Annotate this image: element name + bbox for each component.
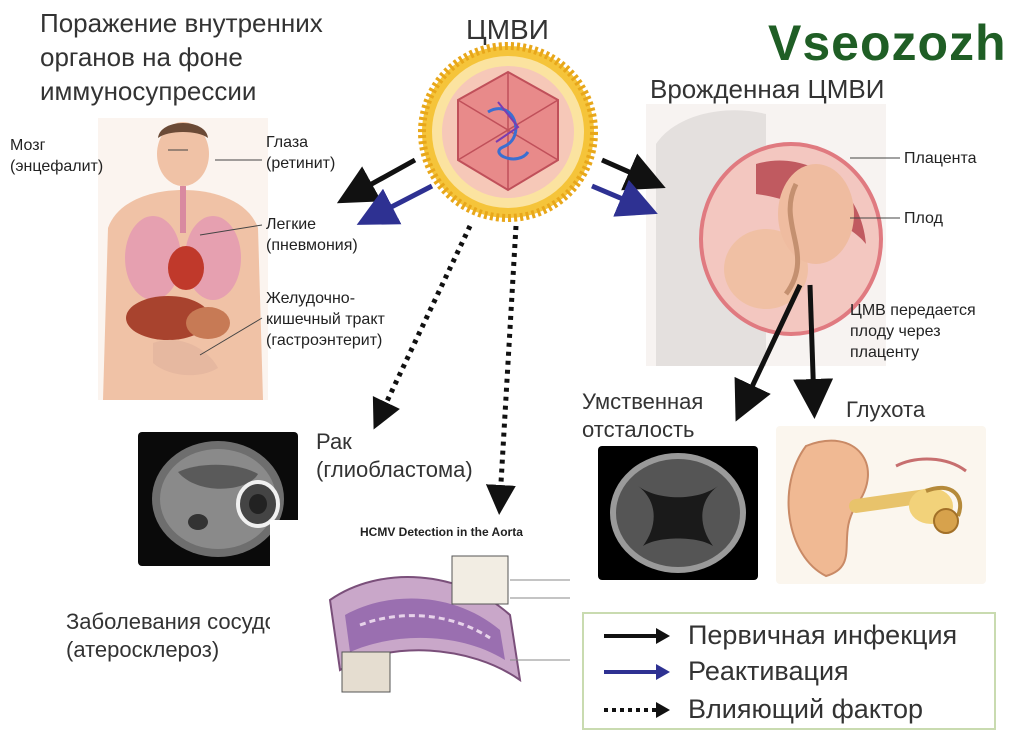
arrow-reactivation-to-organs (356, 183, 434, 225)
label-eyes: Глаза (ретинит) (266, 134, 336, 172)
brain-mri-image (138, 432, 298, 566)
congenital-title: Врожденная ЦМВИ (650, 74, 885, 104)
label-mental-retardation: Умственная отсталость (582, 389, 704, 442)
arrow-fetus-to-deafness (793, 284, 834, 419)
label-cancer: Рак (глиобластома) (316, 429, 473, 482)
virus-illustration (418, 42, 598, 222)
legend-primary: Первичная инфекция (602, 620, 957, 651)
legend: Первичная инфекция Реактивация Влияющий … (582, 612, 996, 730)
label-vascular: Заболевания сосудов (атеросклероз) (66, 609, 289, 662)
label-transmission: ЦМВ передается плоду через плаценту (850, 302, 976, 361)
label-deafness: Глухота (846, 397, 926, 422)
label-lungs: Легкие (пневмония) (266, 216, 358, 254)
legend-reactivation-arrow-icon (604, 663, 670, 680)
brain-ct-image (598, 446, 758, 580)
legend-influence-label: Влияющий фактор (688, 694, 924, 724)
ear-illustration (776, 426, 986, 584)
arrow-influence-to-cancer (372, 224, 473, 430)
organs-title: Поражение внутренних органов на фоне имм… (40, 8, 323, 106)
fetus-illustration (646, 104, 886, 366)
legend-influence-arrow-icon (604, 701, 670, 718)
arrow-primary-to-organs (336, 157, 417, 204)
label-brain: Мозг (энцефалит) (10, 137, 104, 175)
legend-influence: Влияющий фактор (602, 694, 923, 725)
arrow-fetus-to-mental (734, 283, 803, 422)
brand-logo: Vseozozh (768, 15, 1007, 71)
legend-reactivation: Реактивация (602, 656, 849, 687)
arrow-reactivation-to-congenital (591, 179, 658, 217)
legend-reactivation-label: Реактивация (688, 656, 849, 686)
cmv-title: ЦМВИ (466, 14, 549, 45)
aorta-diagram: HCMV Detection in the Aorta (270, 520, 588, 720)
label-placenta: Плацента (904, 150, 977, 167)
label-fetus: Плод (904, 210, 943, 227)
legend-primary-arrow-icon (604, 627, 670, 644)
human-body-illustration (98, 118, 268, 400)
arrow-influence-to-vascular (485, 225, 519, 515)
aorta-diagram-title: HCMV Detection in the Aorta (360, 525, 523, 539)
arrow-primary-to-congenital (600, 153, 666, 191)
legend-primary-label: Первичная инфекция (688, 620, 958, 650)
label-gi-tract: Желудочно- кишечный тракт (гастроэнтерит… (266, 290, 385, 349)
